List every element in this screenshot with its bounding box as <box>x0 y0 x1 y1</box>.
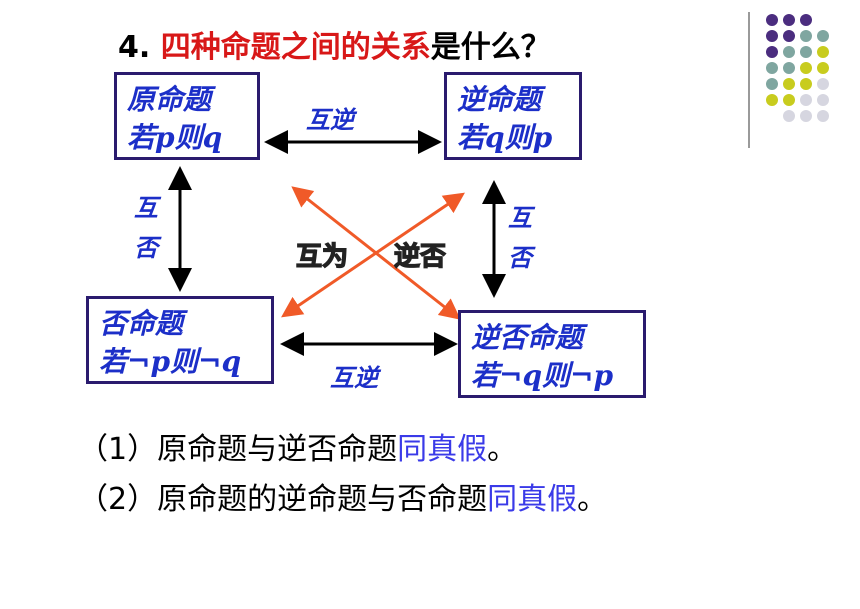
box-original-proposition: 原命题 若p则q <box>114 72 260 160</box>
note-2-suffix: 。 <box>577 482 608 517</box>
box-converse-proposition: 逆命题 若q则p <box>444 72 582 160</box>
decorative-dot <box>817 110 829 122</box>
note-2: （2）原命题的逆命题与否命题同真假。 <box>78 474 607 518</box>
label-cross-left: 互为 <box>295 241 349 272</box>
decorative-dot <box>800 78 812 90</box>
label-top-converse: 互逆 <box>306 105 354 134</box>
note-2-highlight: 同真假 <box>487 482 578 517</box>
decorative-dot <box>800 62 812 74</box>
decorative-dot <box>783 110 795 122</box>
box-contrapositive-proposition: 逆否命题 若¬q则¬p <box>458 310 646 398</box>
decorative-dot <box>766 78 778 90</box>
box-converse-name: 逆命题 <box>457 83 542 116</box>
decorative-dot <box>800 14 812 26</box>
decorative-dot <box>766 46 778 58</box>
decorative-dot <box>766 62 778 74</box>
box-inverse-proposition: 否命题 若¬p则¬q <box>86 296 274 384</box>
decorative-dot <box>766 94 778 106</box>
box-inverse-form: 若¬p则¬q <box>99 345 242 378</box>
label-right-inverse-1: 互 <box>508 203 532 232</box>
label-bottom-converse: 互逆 <box>330 363 378 392</box>
label-right-inverse: 互 否 <box>506 198 534 278</box>
label-left-inverse: 互 否 <box>132 188 160 268</box>
decorative-dot <box>783 30 795 42</box>
decorative-dot <box>783 94 795 106</box>
note-1-highlight: 同真假 <box>397 432 488 467</box>
box-contrapositive-name: 逆否命题 <box>471 321 584 354</box>
note-1: （1）原命题与逆否命题同真假。 <box>78 424 517 468</box>
decorative-dot <box>800 30 812 42</box>
arrow-cross-anti <box>281 192 465 318</box>
label-cross-right: 逆否 <box>393 241 447 272</box>
label-left-inverse-2: 否 <box>134 233 158 262</box>
decorative-dot <box>800 94 812 106</box>
box-original-name: 原命题 <box>127 83 212 116</box>
decorative-dot <box>783 46 795 58</box>
decorative-dot <box>783 78 795 90</box>
decorative-dot <box>817 62 829 74</box>
decorative-dot <box>783 62 795 74</box>
decorative-dots <box>766 14 829 122</box>
decorative-dot <box>800 46 812 58</box>
divider-line <box>748 12 750 148</box>
note-1-text: （1）原命题与逆否命题 <box>78 432 398 467</box>
note-1-suffix: 。 <box>487 432 518 467</box>
decorative-dot <box>766 14 778 26</box>
decorative-dot <box>800 110 812 122</box>
box-inverse-name: 否命题 <box>99 307 184 340</box>
decorative-dot <box>766 30 778 42</box>
decorative-dot <box>783 14 795 26</box>
title-prefix: 4. <box>118 30 161 65</box>
page-title: 4. 四种命题之间的关系是什么？ <box>118 22 551 66</box>
title-suffix: 是什么？ <box>430 30 551 65</box>
box-contrapositive-form: 若¬q则¬p <box>471 359 614 392</box>
decorative-dot <box>817 94 829 106</box>
note-2-text: （2）原命题的逆命题与否命题 <box>78 482 488 517</box>
label-left-inverse-1: 互 <box>134 193 158 222</box>
box-original-form: 若p则q <box>127 121 223 154</box>
title-highlight: 四种命题之间的关系 <box>160 30 431 65</box>
decorative-dot <box>817 78 829 90</box>
label-right-inverse-2: 否 <box>508 243 532 272</box>
decorative-dot <box>817 46 829 58</box>
decorative-dot <box>817 30 829 42</box>
box-converse-form: 若q则p <box>457 121 553 154</box>
